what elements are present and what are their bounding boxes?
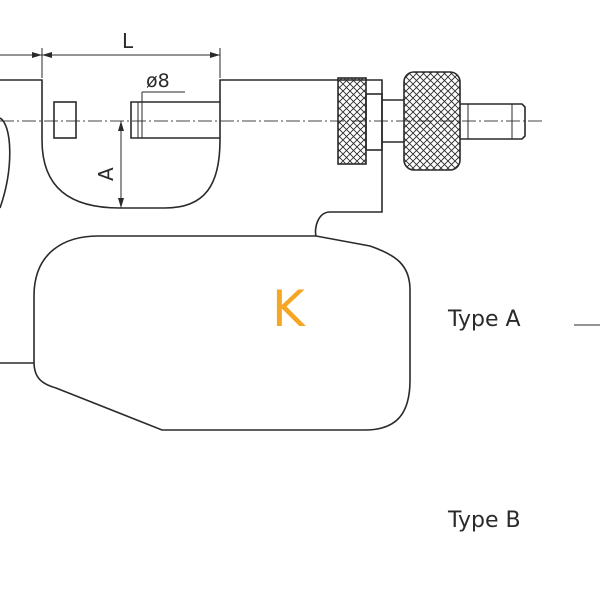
dim-label-l: L xyxy=(122,29,134,53)
dim-l-arrow-left-out xyxy=(32,52,42,58)
brand-letter-k: K xyxy=(272,280,306,338)
type-b-label: Type B xyxy=(447,508,521,533)
dim-l-arrow-right xyxy=(210,52,220,58)
dim-a-arrow-top xyxy=(118,121,124,131)
handle-body xyxy=(33,235,411,431)
anvil xyxy=(53,101,77,139)
left-anvil-outline xyxy=(0,117,11,209)
dim-label-a: A xyxy=(94,167,118,181)
type-a-label: Type A xyxy=(447,307,521,332)
dim-a-arrow-bottom xyxy=(118,198,124,208)
dim-l-arrow-left xyxy=(42,52,52,58)
spindle xyxy=(130,101,220,139)
thimble-neck xyxy=(382,99,404,143)
sleeve xyxy=(365,93,383,151)
dim-label-diameter: ø8 xyxy=(146,70,170,92)
frame-outline xyxy=(0,79,383,237)
ratchet-stem xyxy=(460,103,526,140)
lock-ring xyxy=(337,77,367,165)
thimble-knurled xyxy=(403,71,461,171)
